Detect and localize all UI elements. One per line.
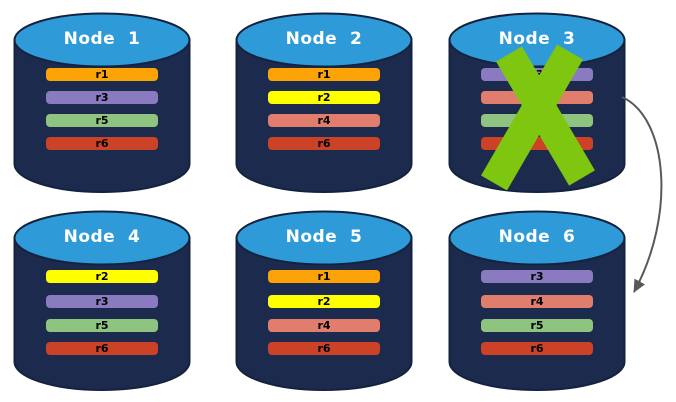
replica-label: r1	[317, 68, 331, 81]
node-1: Node 1 r1 r3 r5 r6	[13, 12, 191, 195]
replica-bar: r2	[268, 91, 380, 104]
replica-bar: r4	[268, 319, 380, 332]
failure-x-icon	[481, 44, 595, 190]
replica-label: r6	[95, 137, 109, 150]
cylinder-top	[235, 12, 413, 68]
replica-label: r5	[95, 114, 109, 127]
replica-label: r3	[530, 270, 544, 283]
node-5: Node 5 r1 r2 r4 r6	[235, 210, 413, 393]
replica-bar: r6	[46, 342, 158, 355]
replica-label: r3	[95, 91, 109, 104]
cylinder-top	[448, 12, 626, 68]
cylinder-top	[13, 210, 191, 266]
node-2: Node 2 r1 r2 r4 r6	[235, 12, 413, 195]
failover-arrow	[621, 96, 663, 293]
replica-label: r5	[530, 319, 544, 332]
replica-label: r6	[95, 342, 109, 355]
replica-bar: r3	[46, 295, 158, 308]
replica-bar: r1	[268, 270, 380, 283]
replica-label: r1	[317, 270, 331, 283]
replica-bar: r4	[268, 114, 380, 127]
replica-bar: r3	[481, 270, 593, 283]
cylinder-top	[235, 210, 413, 266]
replica-label: r6	[317, 137, 331, 150]
node-title: Node 2	[285, 29, 363, 49]
replica-bar: r2	[46, 270, 158, 283]
node-6: Node 6 r3 r4 r5 r6	[448, 210, 626, 393]
replica-bar: r6	[268, 137, 380, 150]
replica-bar: r1	[46, 68, 158, 81]
replica-bar: r4	[481, 295, 593, 308]
replica-bar: r5	[46, 114, 158, 127]
replica-bar: r2	[268, 295, 380, 308]
replica-bar: r6	[481, 342, 593, 355]
replica-bar: r5	[46, 319, 158, 332]
replica-bar: r6	[46, 137, 158, 150]
node-title: Node 1	[63, 29, 141, 49]
replica-bar: r1	[268, 68, 380, 81]
replica-label: r4	[530, 295, 544, 308]
replica-label: r2	[317, 91, 331, 104]
replica-label: r5	[95, 319, 109, 332]
cylinder-top	[13, 12, 191, 68]
node-4: Node 4 r2 r3 r5 r6	[13, 210, 191, 393]
replica-label: r6	[317, 342, 331, 355]
replica-label: r3	[95, 295, 109, 308]
replica-label: r4	[317, 319, 331, 332]
node-title: Node 4	[63, 227, 141, 247]
replica-bar: r5	[481, 319, 593, 332]
replica-label: r4	[317, 114, 331, 127]
replica-label: r2	[317, 295, 331, 308]
node-title: Node 3	[498, 29, 576, 49]
replica-bar: r3	[46, 91, 158, 104]
replica-label: r1	[95, 68, 109, 81]
replica-label: r6	[530, 342, 544, 355]
node-title: Node 5	[285, 227, 363, 247]
cylinder-top	[448, 210, 626, 266]
replica-label: r2	[95, 270, 109, 283]
replica-bar: r6	[268, 342, 380, 355]
node-title: Node 6	[498, 227, 576, 247]
